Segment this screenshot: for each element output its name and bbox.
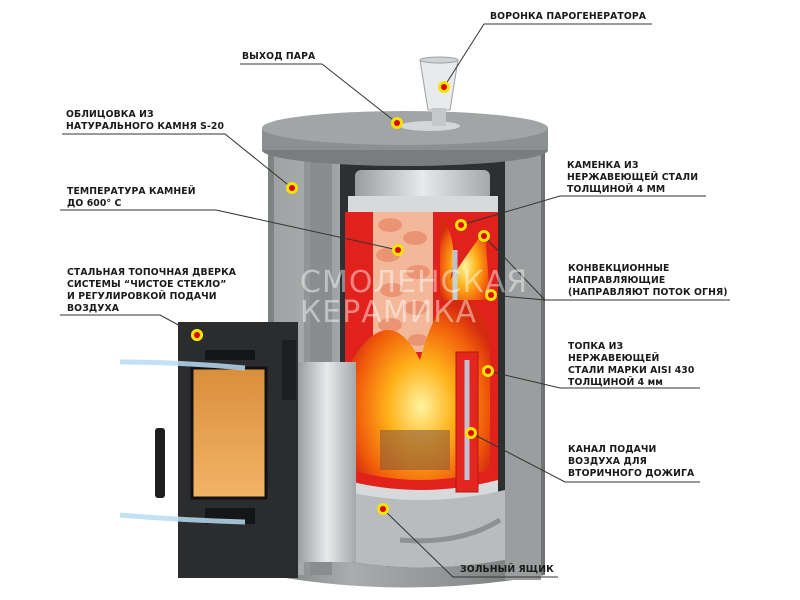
label-door: СТАЛЬНАЯ ТОПОЧНАЯ ДВЕРКА СИСТЕМЫ “ЧИСТОЕ… <box>67 267 236 315</box>
leader-lines <box>60 23 730 578</box>
marker-dot <box>286 182 298 194</box>
label-line: ВОЗДУХА ДЛЯ <box>568 456 647 467</box>
label-firebox: ТОПКА ИЗ НЕРЖАВЕЮЩЕЙ СТАЛИ МАРКИ AISI 43… <box>568 341 694 389</box>
stone-top <box>262 111 548 166</box>
watermark-line: КЕРАМИКА <box>300 295 478 330</box>
label-line: ВЫХОД ПАРА <box>242 51 316 62</box>
label-convection: КОНВЕКЦИОННЫЕ НАПРАВЛЯЮЩИЕ (НАПРАВЛЯЮТ П… <box>568 263 728 299</box>
marker-dot <box>485 289 497 301</box>
label-line: ВОРОНКА ПАРОГЕНЕРАТОРА <box>490 11 647 22</box>
firewood <box>380 430 450 470</box>
watermark: СМОЛЕНСКАЯ КЕРАМИКА <box>300 268 528 328</box>
marker-dot <box>482 365 494 377</box>
air-flow-arrows <box>119 250 470 525</box>
label-line: КОНВЕКЦИОННЫЕ <box>568 263 670 274</box>
label-line: СТАЛЬНАЯ ТОПОЧНАЯ ДВЕРКА <box>67 267 237 278</box>
fire-door <box>155 322 356 578</box>
label-line: КАНАЛ ПОДАЧИ <box>568 444 657 455</box>
label-heater: КАМЕНКА ИЗ НЕРЖАВЕЮЩЕЙ СТАЛИ ТОЛЩИНОЙ 4 … <box>567 160 698 196</box>
label-line: НЕРЖАВЕЮЩЕЙ <box>568 353 660 364</box>
label-line: НАПРАВЛЯЮЩИЕ <box>568 275 666 286</box>
marker-dot <box>391 117 403 129</box>
marker-dot <box>191 329 203 341</box>
label-line: СИСТЕМЫ “ЧИСТОЕ СТЕКЛО” <box>67 279 227 290</box>
marker-dot <box>438 81 450 93</box>
door-handle <box>155 428 165 498</box>
label-line: СТАЛИ МАРКИ AISI 430 <box>568 365 695 376</box>
label-line: ТОПКА ИЗ <box>568 341 624 352</box>
door-glass <box>190 366 268 500</box>
marker-dot <box>478 230 490 242</box>
label-cladding: ОБЛИЦОВКА ИЗ НАТУРАЛЬНОГО КАМНЯ S-20 <box>66 109 224 133</box>
label-line: КАМЕНКА ИЗ <box>567 160 639 171</box>
label-line: ТОЛЩИНОЙ 4 мм <box>568 377 663 388</box>
label-steam-outlet: ВЫХОД ПАРА <box>242 51 315 63</box>
label-line: ОБЛИЦОВКА ИЗ <box>66 109 154 120</box>
marker-dot <box>455 219 467 231</box>
marker-dots <box>191 81 497 515</box>
label-line: НАТУРАЛЬНОГО КАМНЯ S-20 <box>66 121 225 132</box>
marker-dot <box>377 503 389 515</box>
label-funnel: ВОРОНКА ПАРОГЕНЕРАТОРА <box>490 11 646 23</box>
label-line: НЕРЖАВЕЮЩЕЙ СТАЛИ <box>567 172 699 183</box>
label-line: И РЕГУЛИРОВКОЙ ПОДАЧИ <box>67 291 217 302</box>
label-line: ВОЗДУХА <box>67 303 120 314</box>
label-stone-temp: ТЕМПЕРАТУРА КАМНЕЙ ДО 600° С <box>67 186 196 210</box>
label-line: ТОЛЩИНОЙ 4 ММ <box>567 184 666 195</box>
marker-dot <box>392 244 404 256</box>
label-air-channel: КАНАЛ ПОДАЧИ ВОЗДУХА ДЛЯ ВТОРИЧНОГО ДОЖИ… <box>568 444 694 480</box>
label-ash-box: ЗОЛЬНЫЙ ЯЩИК <box>460 564 554 576</box>
label-line: ТЕМПЕРАТУРА КАМНЕЙ <box>67 186 196 197</box>
label-line: ЗОЛЬНЫЙ ЯЩИК <box>460 564 554 575</box>
label-line: (НАПРАВЛЯЮТ ПОТОК ОГНЯ) <box>568 287 728 298</box>
marker-dot <box>465 427 477 439</box>
heater-top <box>355 170 490 200</box>
label-line: ВТОРИЧНОГО ДОЖИГА <box>568 468 695 479</box>
watermark-line: СМОЛЕНСКАЯ <box>300 265 529 300</box>
label-line: ДО 600° С <box>67 198 122 209</box>
